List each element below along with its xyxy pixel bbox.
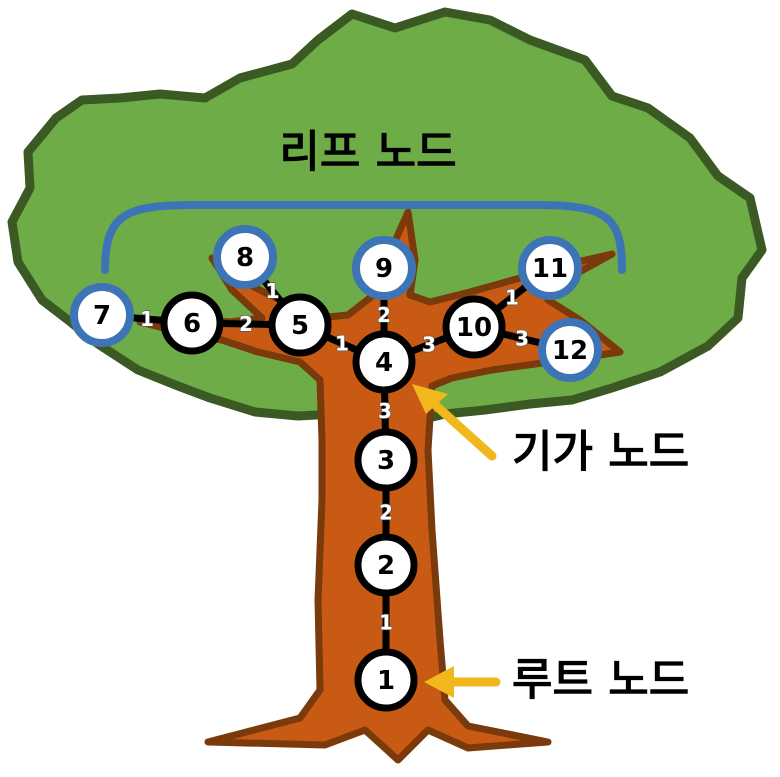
- node-10: 10: [442, 295, 506, 359]
- node-label-6: 6: [183, 309, 201, 339]
- edge-weight-4-5: 1: [335, 332, 349, 356]
- node-circle-11: [518, 236, 582, 300]
- edge-weight-10-12: 3: [515, 327, 529, 351]
- node-label-4: 4: [375, 348, 393, 378]
- node-12: 12: [538, 318, 602, 382]
- edge-weight-4-10: 3: [422, 333, 436, 357]
- edge-weight-6-7: 1: [140, 307, 154, 331]
- edge-weight-1-2: 1: [379, 611, 393, 635]
- node-5: 5: [268, 293, 332, 357]
- node-4: 4: [352, 330, 416, 394]
- node-circle-1: [354, 648, 418, 712]
- node-2: 2: [354, 533, 418, 597]
- node-label-8: 8: [236, 243, 254, 273]
- node-label-3: 3: [377, 446, 395, 476]
- edge-weight-10-11: 1: [505, 286, 519, 310]
- leaf-bracket: [101, 201, 626, 274]
- branch-arrow: [412, 384, 497, 461]
- root-node-label: 루트 노드: [512, 655, 689, 706]
- node-circle-9: [352, 236, 416, 300]
- node-9: 9: [352, 236, 416, 300]
- node-circle-5: [268, 293, 332, 357]
- node-11: 11: [518, 236, 582, 300]
- node-1: 1: [354, 648, 418, 712]
- branch-node-label: 기가 노드: [512, 427, 689, 478]
- node-label-7: 7: [93, 301, 111, 331]
- node-circle-10: [442, 295, 506, 359]
- node-circle-12: [538, 318, 602, 382]
- node-7: 7: [70, 283, 134, 347]
- edge-weight-5-6: 2: [239, 312, 253, 336]
- node-circle-7: [70, 283, 134, 347]
- leaf-node-label: 리프 노드: [279, 127, 456, 178]
- node-label-9: 9: [375, 254, 393, 284]
- node-label-10: 10: [456, 313, 492, 343]
- node-3: 3: [354, 428, 418, 492]
- edge-weight-3-4: 3: [378, 399, 392, 423]
- node-label-11: 11: [532, 254, 568, 284]
- edge-weight-4-9: 2: [377, 303, 391, 327]
- node-circle-2: [354, 533, 418, 597]
- node-circle-6: [160, 291, 224, 355]
- edge-weight-2-3: 2: [379, 501, 393, 525]
- node-circle-3: [354, 428, 418, 492]
- node-label-5: 5: [291, 311, 309, 341]
- node-label-2: 2: [377, 551, 395, 581]
- node-6: 6: [160, 291, 224, 355]
- node-label-12: 12: [552, 336, 588, 366]
- node-circle-4: [352, 330, 416, 394]
- edge-weight-5-8: 1: [266, 279, 280, 303]
- node-label-1: 1: [377, 666, 395, 696]
- node-circle-8: [213, 225, 277, 289]
- node-8: 8: [213, 225, 277, 289]
- root-arrow: [424, 666, 501, 698]
